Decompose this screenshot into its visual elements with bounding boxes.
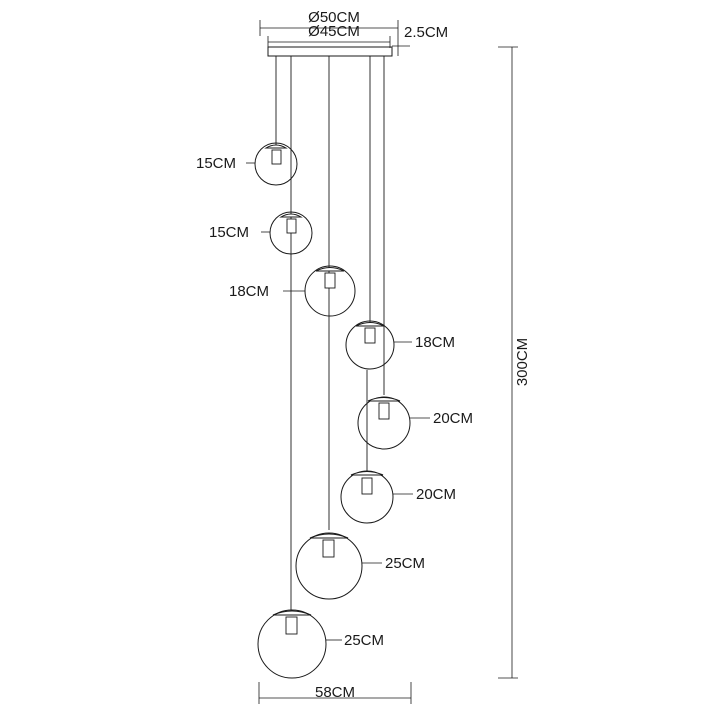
globe-2: 15CM [209, 211, 313, 255]
bottom-width-label: 58CM [315, 684, 355, 701]
globe-8: 25CM [257, 609, 384, 679]
top-dimensions: Ø50CM Ø45CM 2.5CM [259, 9, 448, 56]
globe-3: 18CM [229, 265, 356, 317]
globe-3-label: 18CM [229, 283, 269, 300]
globe-5: 20CM [357, 396, 473, 450]
globe-7: 25CM [295, 532, 425, 600]
globe-4: 18CM [345, 320, 455, 370]
width-dimension: 58CM [258, 682, 412, 704]
globe-2-label: 15CM [209, 224, 249, 241]
globe-6-label: 20CM [416, 486, 456, 503]
globe-4-label: 18CM [415, 334, 455, 351]
globe-6: 20CM [340, 470, 456, 524]
height-dimension: 300CM [498, 46, 531, 679]
globe-1: 15CM [196, 142, 298, 186]
cords [275, 56, 385, 610]
globe-5-label: 20CM [433, 410, 473, 427]
canopy-height-label: 2.5CM [404, 24, 448, 41]
inner-diameter-label: Ø45CM [308, 23, 360, 40]
globe-1-label: 15CM [196, 155, 236, 172]
globe-7-label: 25CM [385, 555, 425, 572]
ceiling-canopy [267, 46, 393, 57]
outer-diameter-label: Ø50CM [308, 9, 360, 26]
globe-8-label: 25CM [344, 632, 384, 649]
total-height-label: 300CM [514, 338, 531, 386]
